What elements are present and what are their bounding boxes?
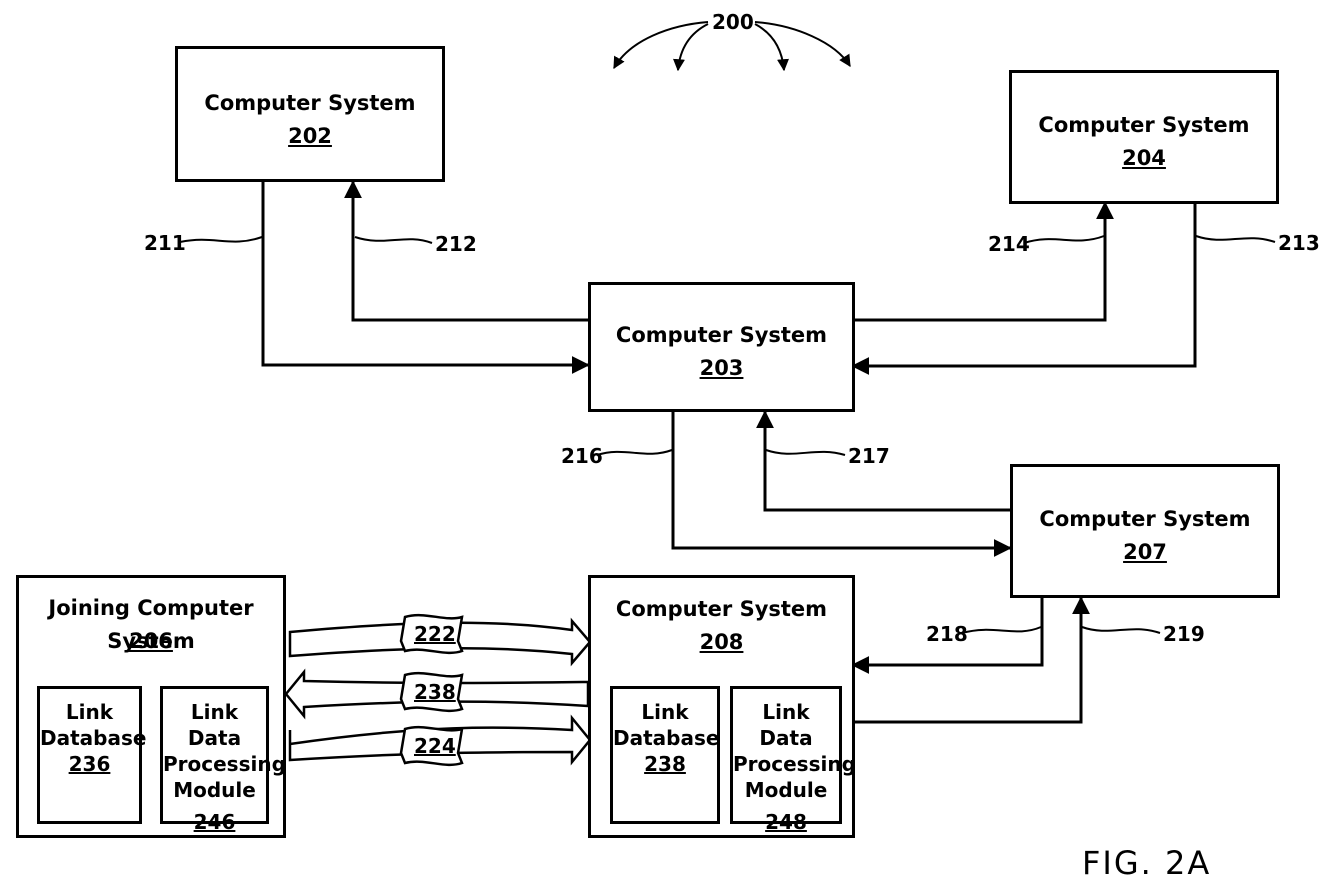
- system-ref: 202: [178, 120, 442, 153]
- link-data-processing-module-248: Link Data Processing Module 248: [730, 686, 842, 824]
- connection-label-212: 212: [435, 233, 477, 255]
- system-ref: 204: [1012, 142, 1276, 175]
- connection-label-211: 211: [144, 232, 186, 254]
- system-title: Computer System: [1013, 503, 1277, 536]
- module-line: Database: [613, 725, 717, 751]
- link-213: [853, 203, 1195, 366]
- system-ref: 203: [591, 352, 852, 385]
- module-line: Module: [163, 777, 266, 803]
- message-label-224: 224: [414, 734, 456, 758]
- link-216: [673, 410, 1010, 548]
- message-label-238: 238: [414, 680, 456, 704]
- system-title: Computer System: [1012, 109, 1276, 142]
- module-ref: 248: [733, 809, 839, 835]
- connection-label-217: 217: [848, 445, 890, 467]
- figure-caption: FIG. 2A: [1082, 844, 1211, 882]
- connection-label-219: 219: [1163, 623, 1205, 645]
- module-ref: 246: [163, 809, 266, 835]
- module-line: Link: [40, 699, 139, 725]
- computer-system-202: Computer System 202: [175, 46, 445, 182]
- module-ref: 238: [613, 751, 717, 777]
- computer-system-203: Computer System 203: [588, 282, 855, 412]
- system-ref: 206: [19, 625, 283, 658]
- module-line: Processing: [733, 751, 839, 777]
- link-data-processing-module-246: Link Data Processing Module 246: [160, 686, 269, 824]
- system-title: Computer System: [591, 593, 852, 626]
- module-line: Processing: [163, 751, 266, 777]
- link-database-236: Link Database 236: [37, 686, 142, 824]
- computer-system-204: Computer System 204: [1009, 70, 1279, 204]
- system-ref: 208: [591, 626, 852, 659]
- module-line: Link Data: [163, 699, 266, 751]
- module-line: Link: [613, 699, 717, 725]
- system-title: Computer System: [591, 319, 852, 352]
- link-211: [263, 180, 588, 365]
- computer-system-207: Computer System 207: [1010, 464, 1280, 598]
- module-ref: 236: [40, 751, 139, 777]
- module-line: Module: [733, 777, 839, 803]
- system-title: Computer System: [178, 87, 442, 120]
- joining-computer-system-206: Joining Computer System 206 Link Databas…: [16, 575, 286, 838]
- connection-label-218: 218: [926, 623, 968, 645]
- computer-system-208: Computer System 208 Link Database 238 Li…: [588, 575, 855, 838]
- module-line: Database: [40, 725, 139, 751]
- link-219: [853, 598, 1081, 722]
- system-ref: 207: [1013, 536, 1277, 569]
- link-database-238: Link Database 238: [610, 686, 720, 824]
- connection-label-216: 216: [561, 445, 603, 467]
- message-label-222: 222: [414, 622, 456, 646]
- figure-ref-label: 200: [712, 11, 754, 33]
- link-214: [853, 203, 1105, 320]
- connection-label-213: 213: [1278, 232, 1320, 254]
- module-line: Link Data: [733, 699, 839, 751]
- connection-label-214: 214: [988, 233, 1030, 255]
